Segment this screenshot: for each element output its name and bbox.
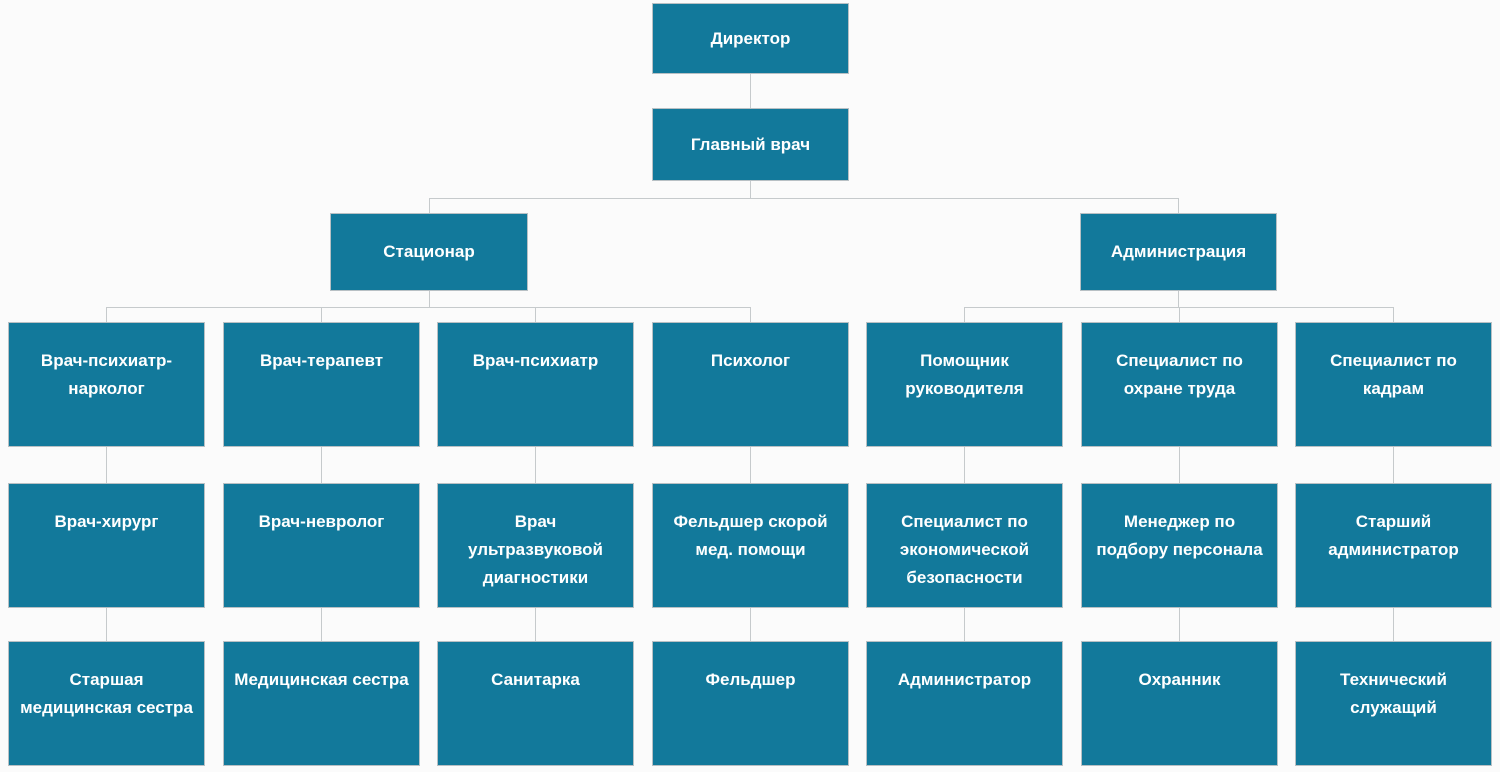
org-node-admin-col3-bottom: Технический служащий	[1295, 641, 1492, 766]
connector-line	[535, 608, 536, 641]
org-node-admin-col2-top: Специалист по охране труда	[1081, 322, 1278, 447]
node-label: Врач-невролог	[258, 512, 385, 531]
node-label: Помощник руководителя	[905, 351, 1024, 398]
org-node-inpatient-col2-bottom: Медицинская сестра	[223, 641, 420, 766]
connector-line	[429, 291, 430, 307]
node-label: Специалист по экономической безопасности	[899, 512, 1030, 587]
node-label: Врач-хирург	[54, 512, 159, 531]
org-node-inpatient-col2-top: Врач-терапевт	[223, 322, 420, 447]
node-label: Санитарка	[491, 670, 580, 689]
node-label: Главный врач	[690, 134, 811, 154]
org-node-admin-col2-bottom: Охранник	[1081, 641, 1278, 766]
node-label: Врач-психиатр-нарколог	[40, 351, 173, 398]
node-label: Старшая медицинская сестра	[20, 670, 193, 717]
node-label: Медицинская сестра	[234, 670, 409, 689]
org-node-director: Директор	[652, 3, 849, 74]
node-label: Менеджер по подбору персонала	[1096, 512, 1263, 559]
connector-line	[1178, 198, 1179, 213]
org-node-branch-inpatient: Стационар	[330, 213, 528, 291]
connector-line	[750, 608, 751, 641]
connector-line	[535, 447, 536, 483]
node-label: Врач-психиатр	[472, 351, 599, 370]
connector-line	[535, 307, 536, 322]
connector-line	[321, 307, 322, 322]
connector-line	[1393, 447, 1394, 483]
node-label: Психолог	[710, 351, 791, 370]
node-label: Фельдшер скорой мед. помощи	[673, 512, 828, 559]
org-node-admin-col2-mid: Менеджер по подбору персонала	[1081, 483, 1278, 608]
node-label: Специалист по кадрам	[1330, 351, 1457, 398]
org-node-inpatient-col1-top: Врач-психиатр-нарколог	[8, 322, 205, 447]
connector-line	[750, 447, 751, 483]
connector-line	[1393, 608, 1394, 641]
org-node-inpatient-col4-bottom: Фельдшер	[652, 641, 849, 766]
connector-line	[106, 307, 751, 308]
connector-line	[964, 307, 965, 322]
connector-line	[321, 608, 322, 641]
org-node-admin-col1-top: Помощник руководителя	[866, 322, 1063, 447]
node-label: Администрация	[1110, 242, 1247, 261]
org-node-inpatient-col3-mid: Врач ультразвуковой диагностики	[437, 483, 634, 608]
connector-line	[1393, 307, 1394, 322]
org-node-inpatient-col3-bottom: Санитарка	[437, 641, 634, 766]
connector-line	[429, 198, 1179, 199]
node-label: Фельдшер	[705, 670, 796, 689]
org-node-inpatient-col1-bottom: Старшая медицинская сестра	[8, 641, 205, 766]
connector-line	[1179, 307, 1180, 322]
node-label: Старший администратор	[1328, 512, 1459, 559]
connector-line	[106, 447, 107, 483]
node-label: Специалист по охране труда	[1116, 351, 1243, 398]
node-label: Охранник	[1138, 670, 1221, 689]
connector-line	[1178, 291, 1179, 307]
connector-line	[1179, 447, 1180, 483]
connector-line	[964, 608, 965, 641]
org-node-branch-administration: Администрация	[1080, 213, 1277, 291]
connector-line	[321, 447, 322, 483]
org-node-admin-col1-bottom: Администратор	[866, 641, 1063, 766]
connector-line	[1179, 608, 1180, 641]
connector-line	[964, 447, 965, 483]
connector-line	[106, 307, 107, 322]
org-node-inpatient-col2-mid: Врач-невролог	[223, 483, 420, 608]
node-label: Стационар	[383, 242, 475, 261]
connector-line	[750, 307, 751, 322]
org-node-admin-col3-mid: Старший администратор	[1295, 483, 1492, 608]
org-node-admin-col3-top: Специалист по кадрам	[1295, 322, 1492, 447]
connector-line	[750, 74, 751, 108]
connector-line	[429, 198, 430, 213]
org-node-inpatient-col4-mid: Фельдшер скорой мед. помощи	[652, 483, 849, 608]
node-label: Врач-терапевт	[259, 351, 384, 370]
node-label: Технический служащий	[1340, 670, 1447, 717]
org-node-inpatient-col1-mid: Врач-хирург	[8, 483, 205, 608]
connector-line	[750, 181, 751, 198]
node-label: Администратор	[897, 670, 1032, 689]
node-label: Директор	[710, 28, 791, 48]
node-label: Врач ультразвуковой диагностики	[467, 512, 604, 587]
org-node-inpatient-col3-top: Врач-психиатр	[437, 322, 634, 447]
connector-line	[106, 608, 107, 641]
org-node-inpatient-col4-top: Психолог	[652, 322, 849, 447]
org-node-admin-col1-mid: Специалист по экономической безопасности	[866, 483, 1063, 608]
org-node-chief-physician: Главный врач	[652, 108, 849, 181]
